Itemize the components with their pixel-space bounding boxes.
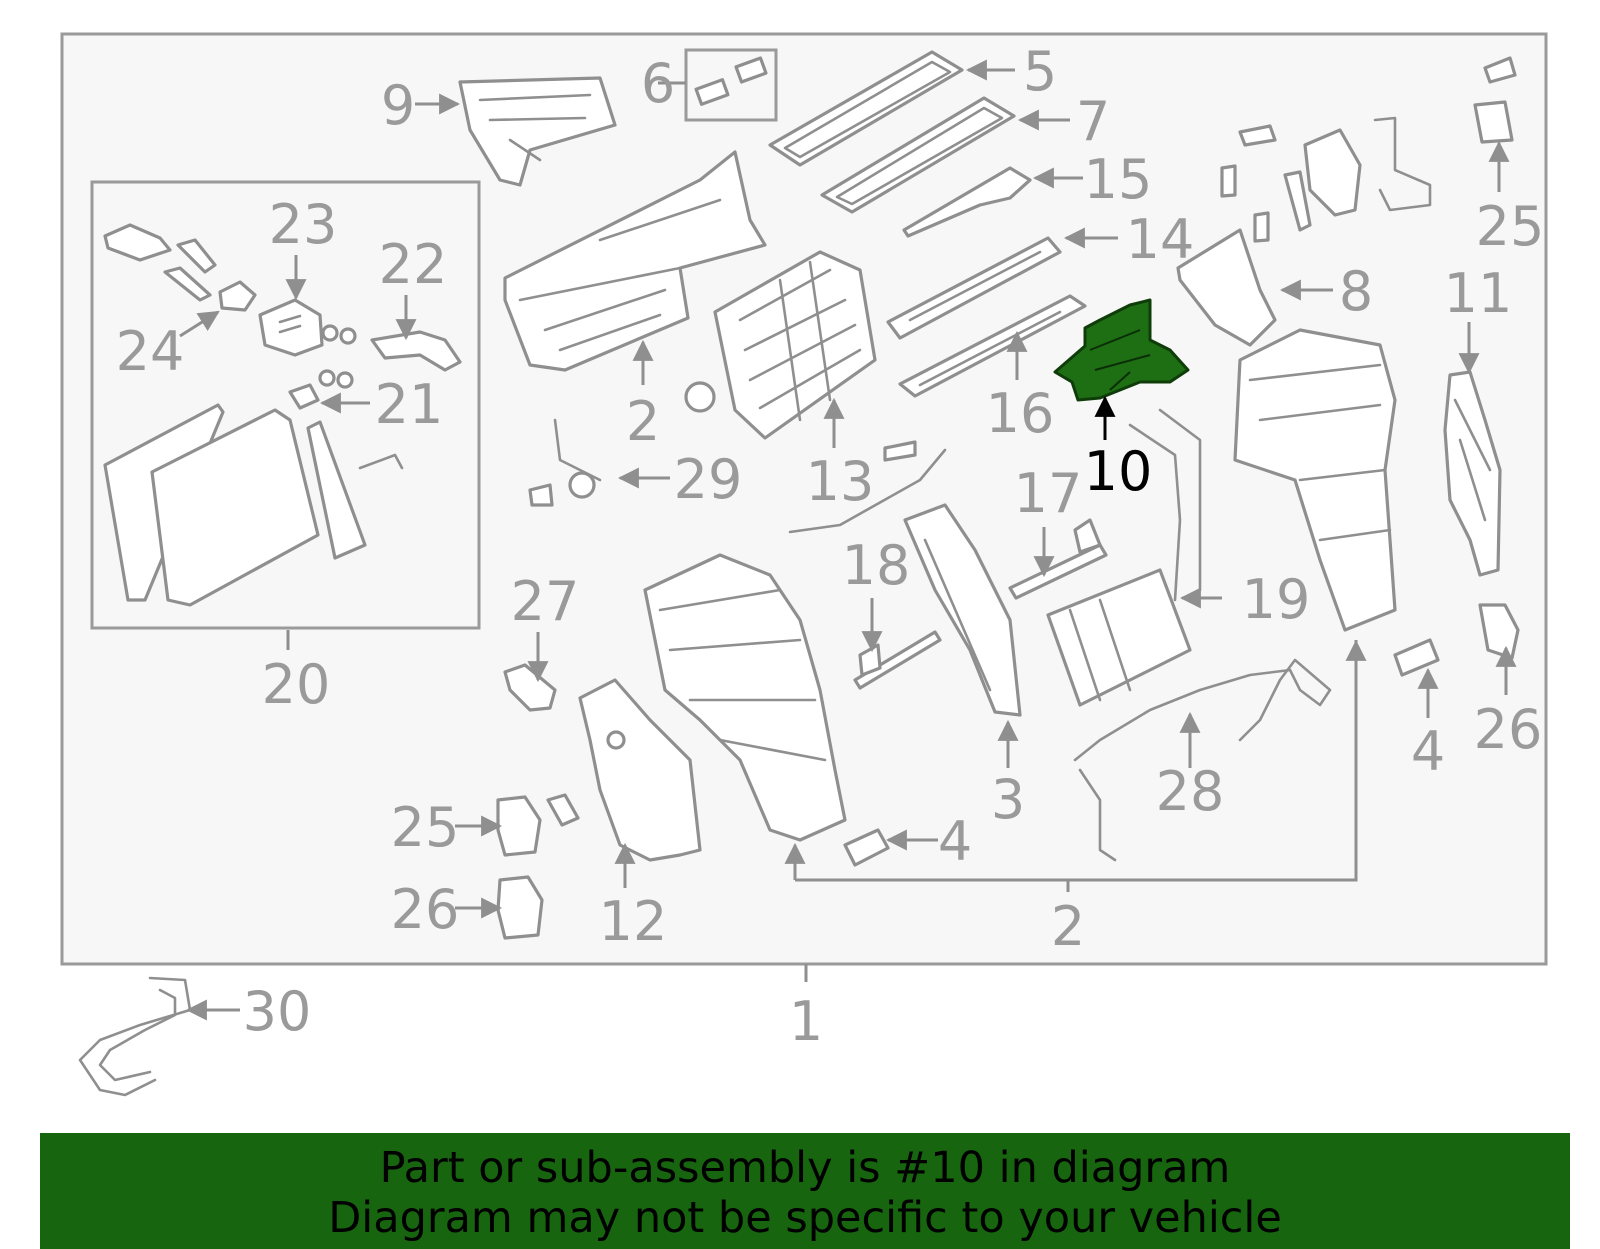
callout-4-right: 4: [1411, 720, 1445, 783]
callout-24: 24: [116, 320, 185, 383]
callout-13: 13: [806, 450, 875, 513]
callout-16: 16: [986, 382, 1055, 445]
callout-18: 18: [842, 534, 911, 597]
part-26-right-clip: [1478, 603, 1520, 660]
callout-21: 21: [375, 373, 444, 436]
part-26-lower-clip: [496, 875, 544, 940]
part-9-bracket: [458, 76, 617, 187]
callout-8: 8: [1339, 260, 1373, 323]
callout-14: 14: [1126, 208, 1195, 271]
part-small-brackets-top-right: [1220, 116, 1432, 243]
callout-4-lower: 4: [938, 810, 972, 873]
part-30-pipe: [78, 976, 192, 1097]
part-19-heater-core: [1046, 408, 1202, 707]
callout-7: 7: [1076, 90, 1110, 153]
part-20-evaporator: [103, 403, 404, 607]
leader-lines: [179, 59, 1517, 1021]
callout-29: 29: [674, 448, 743, 511]
callout-25-top: 25: [1476, 195, 1545, 258]
callout-11: 11: [1444, 262, 1513, 325]
callout-20: 20: [262, 653, 331, 716]
callout-28: 28: [1156, 760, 1225, 823]
part-7-filter: [820, 96, 1016, 214]
callout-26-right: 26: [1474, 698, 1543, 761]
callout-30: 30: [243, 980, 312, 1043]
part-29-sensor: [528, 418, 602, 507]
callout-25-lower: 25: [391, 796, 460, 859]
banner-line-2: Diagram may not be specific to your vehi…: [328, 1193, 1282, 1243]
callout-1: 1: [789, 990, 823, 1053]
callout-5: 5: [1023, 40, 1057, 103]
part-24-bolts: [103, 223, 257, 312]
part-3-duct: [903, 503, 1022, 717]
part-15-rod: [902, 166, 1032, 238]
parts-diagram: 1 2 2 3 4 4 5 6 7 8 9 10 11 12 13 14 15 …: [60, 32, 1548, 1097]
callout-9: 9: [381, 74, 415, 137]
callout-15: 15: [1084, 148, 1153, 211]
part-22-pipe: [370, 330, 462, 372]
info-banner: Part or sub-assembly is #10 in diagram D…: [40, 1133, 1570, 1249]
part-16-door: [898, 294, 1087, 398]
part-25-top-bolt-and-clip: [1473, 56, 1517, 144]
callout-2-upper: 2: [626, 390, 660, 453]
callout-6: 6: [641, 52, 675, 115]
part-5-filter: [768, 50, 964, 167]
callout-27: 27: [511, 570, 580, 633]
callout-23: 23: [269, 193, 338, 256]
banner-line-1: Part or sub-assembly is #10 in diagram: [379, 1143, 1231, 1193]
callout-3: 3: [991, 768, 1025, 831]
part-13-blower-wheel: [684, 250, 877, 440]
callout-10-highlighted: 10: [1084, 440, 1153, 503]
part-8-bracket: [1176, 228, 1277, 347]
part-14-door: [886, 236, 1062, 340]
part-27-sensor: [503, 663, 557, 712]
part-28-harness: [1073, 658, 1332, 862]
callout-19: 19: [1242, 568, 1311, 631]
part-4-right-grommet: [1393, 638, 1440, 677]
part-right-main-housing: [1233, 328, 1397, 632]
part-2-upper-housing: [503, 150, 767, 372]
callout-26-lower: 26: [391, 878, 460, 941]
part-6-clips: [684, 48, 778, 122]
part-17-rod: [1008, 518, 1108, 600]
part-13-rod: [788, 440, 947, 534]
part-10-duct-highlighted: [1053, 298, 1190, 402]
callout-12: 12: [599, 890, 668, 953]
part-lower-main-housing: [643, 553, 847, 842]
part-12-duct: [578, 678, 702, 862]
callout-22: 22: [379, 233, 448, 296]
callout-labels: 1 2 2 3 4 4 5 6 7 8 9 10 11 12 13 14 15 …: [116, 40, 1545, 1053]
part-11-duct: [1443, 370, 1502, 577]
callout-17: 17: [1014, 462, 1083, 525]
part-21-seal: [288, 324, 357, 410]
callout-2-lower: 2: [1051, 895, 1085, 958]
